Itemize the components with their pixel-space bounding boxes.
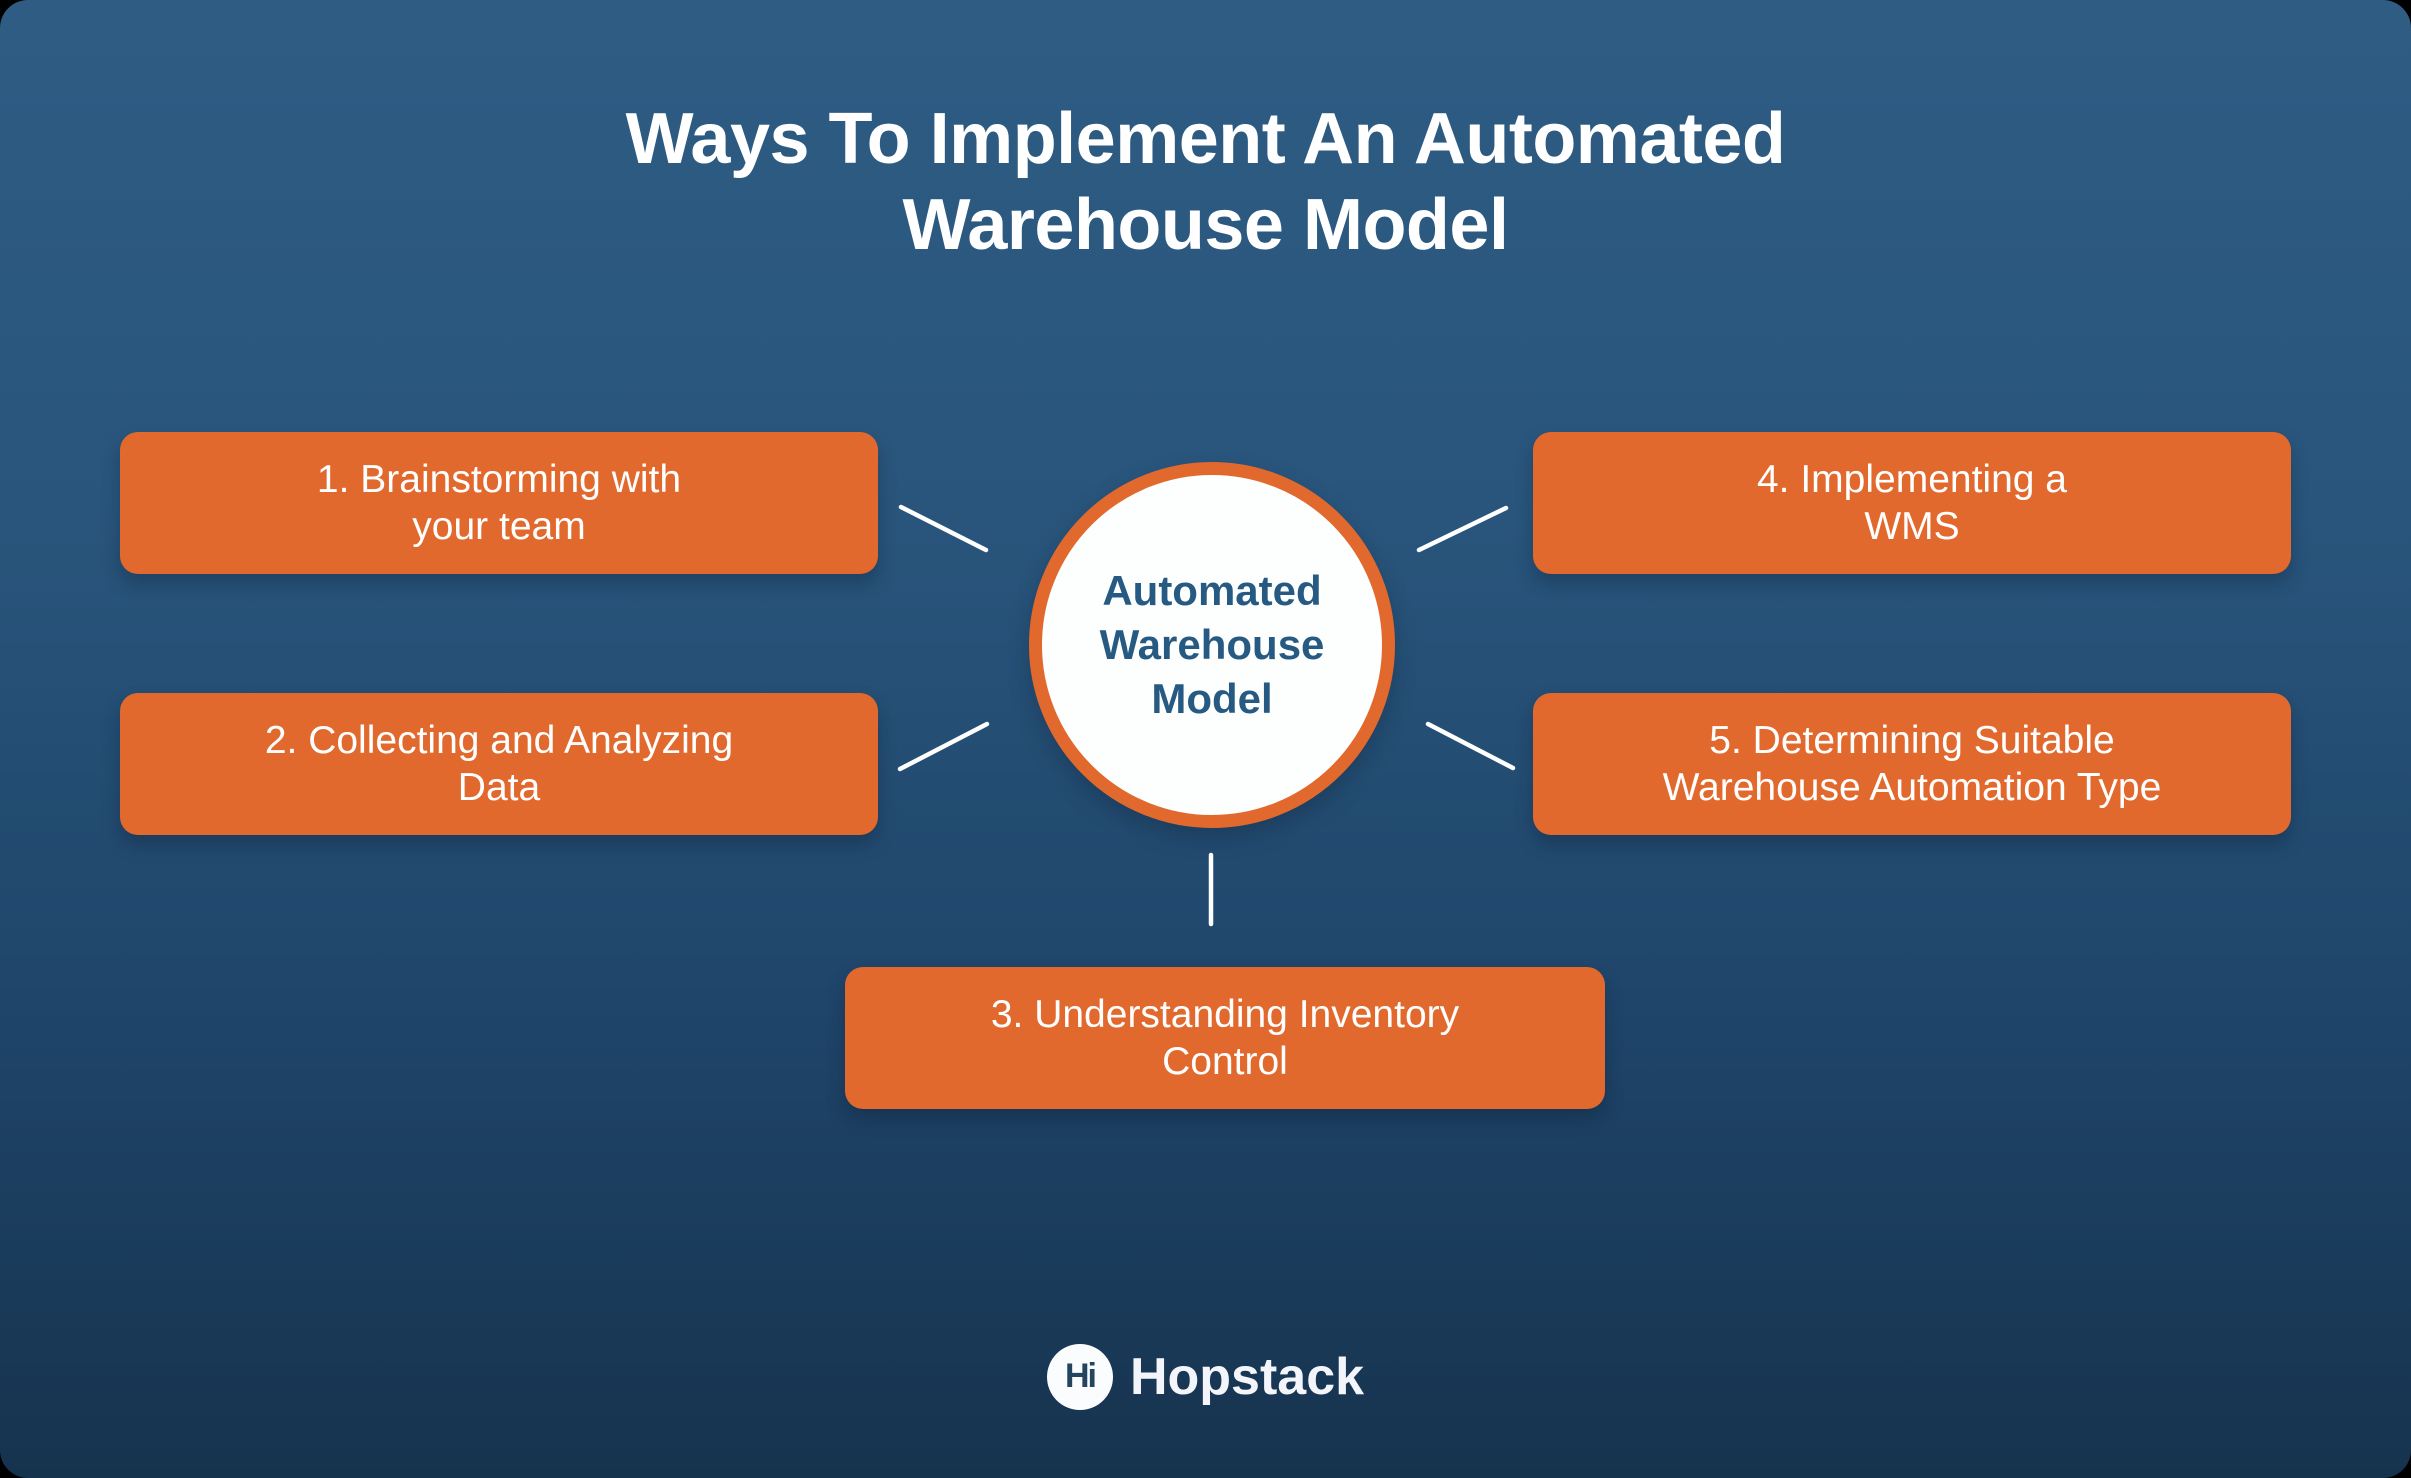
connector-step5-center <box>1425 721 1516 771</box>
page-title-line-1: Ways To Implement An Automated <box>625 99 1786 179</box>
page-title: Ways To Implement An Automated Warehouse… <box>0 96 2411 268</box>
step-box-2: 2. Collecting and Analyzing Data <box>120 693 878 835</box>
step-box-4: 4. Implementing a WMS <box>1533 432 2291 574</box>
hopstack-logo: Hi Hopstack <box>0 1344 2411 1410</box>
step-box-1: 1. Brainstorming with your team <box>120 432 878 574</box>
connector-step4-center <box>1416 505 1509 553</box>
step-2-label-line-2: Data <box>457 766 541 809</box>
step-5-label-line-1: 5. Determining Suitable <box>1709 719 2115 762</box>
center-node-line-2: Warehouse <box>1099 621 1325 668</box>
center-node-line-1: Automated <box>1102 567 1322 614</box>
step-box-5: 5. Determining Suitable Warehouse Automa… <box>1533 693 2291 835</box>
center-node-automated-warehouse-model: Automated Warehouse Model <box>1029 462 1395 828</box>
step-box-3: 3. Understanding Inventory Control <box>845 967 1605 1109</box>
page-title-line-2: Warehouse Model <box>902 185 1509 265</box>
step-4-label-line-2: WMS <box>1864 505 1960 548</box>
center-node-line-3: Model <box>1151 675 1273 722</box>
step-2-label-line-1: 2. Collecting and Analyzing <box>264 719 734 762</box>
step-1-label-line-1: 1. Brainstorming with <box>316 458 682 501</box>
connector-step1-center <box>898 504 989 553</box>
step-3-label-line-1: 3. Understanding Inventory <box>990 993 1460 1036</box>
hopstack-monogram: Hi <box>1064 1357 1097 1395</box>
step-5-label-line-2: Warehouse Automation Type <box>1662 766 2162 809</box>
step-3-label-line-2: Control <box>1162 1040 1288 1083</box>
connector-step2-center <box>897 721 990 772</box>
hopstack-logo-icon: Hi <box>1046 1344 1113 1410</box>
hopstack-wordmark: Hopstack <box>1129 1348 1365 1406</box>
step-1-label-line-2: your team <box>412 505 586 548</box>
step-4-label-line-1: 4. Implementing a <box>1756 458 2067 501</box>
